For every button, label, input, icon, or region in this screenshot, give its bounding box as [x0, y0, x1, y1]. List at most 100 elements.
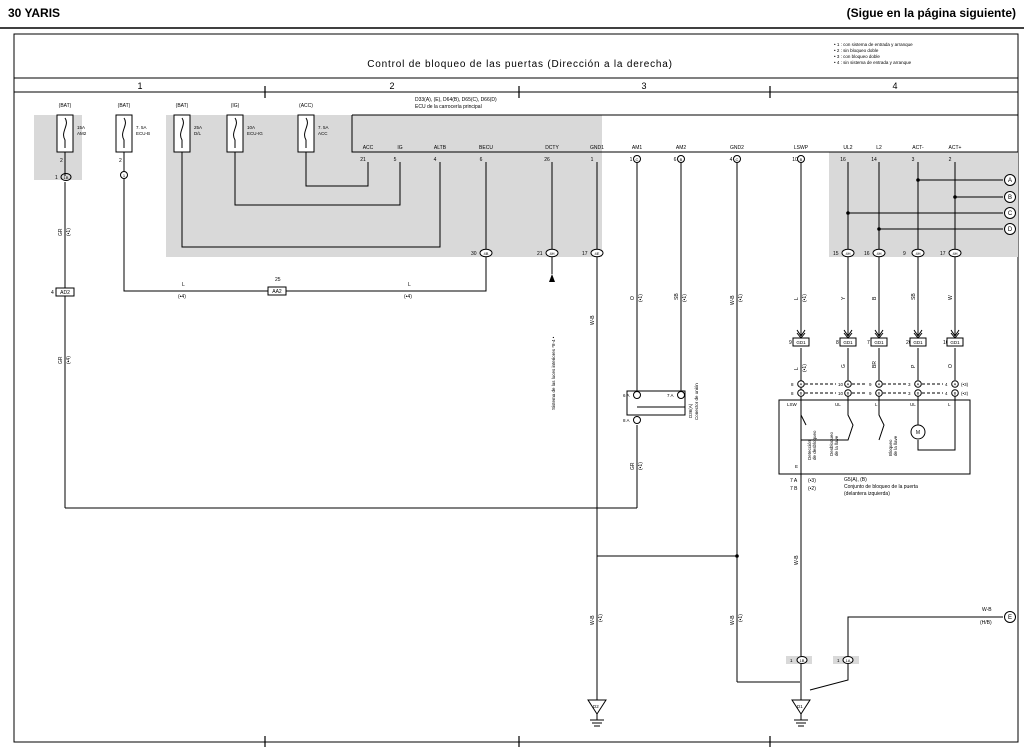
svg-text:GD1: GD1 — [950, 340, 960, 345]
wire-wb-4-note: (•1) — [738, 614, 744, 622]
wire-y: Y — [841, 296, 847, 300]
side-letter-circle — [1004, 207, 1016, 219]
ecu-pin-name: AM1 — [632, 145, 643, 151]
svg-text:20: 20 — [906, 340, 912, 346]
fuse-rating: ECU-B — [136, 131, 150, 136]
wire-l-4-note: (•1) — [802, 364, 808, 372]
wire-wb-4: W-B — [730, 615, 736, 625]
junction-pin-8: 8 A — [623, 418, 630, 423]
fuse-rating: 10A — [247, 125, 255, 130]
g5-pin-7b: 7 B — [790, 486, 798, 492]
svg-text:4H: 4H — [549, 251, 554, 256]
ground-2-num: 1 — [837, 658, 840, 663]
wire-wb-3-note: (•1) — [598, 614, 604, 622]
junction-pin-7: 7 A — [667, 393, 674, 398]
wire-o-2: O — [948, 364, 954, 368]
ground-d1: D1 — [797, 704, 803, 709]
wire-gr-1: GR — [58, 228, 64, 236]
note-2: • 2 : sin bloqueo doble — [834, 48, 879, 53]
wire-gr-2-note: (•4) — [66, 356, 72, 364]
g5-pin-letter: B — [954, 391, 957, 396]
svg-text:GD1: GD1 — [874, 340, 884, 345]
interior-lights-label: Sistema de las luces interiores *8-4 • — [551, 336, 556, 410]
ground-symbols — [587, 699, 811, 727]
g5-pin-num: 10 — [838, 391, 844, 396]
wire-l-2-note: (•4) — [404, 294, 412, 300]
svg-text:9: 9 — [789, 340, 792, 346]
ecu-pin-name: UL2 — [843, 145, 852, 151]
g5-pin-letter: B — [917, 391, 920, 396]
section-4: 4 — [892, 81, 897, 91]
g5-note-3: (•3) — [808, 478, 816, 484]
junction-connector: 6 A 7 A 8 A D36(A) Conector de unión — [623, 383, 699, 424]
g5-pin-num: 9 — [869, 382, 872, 387]
wire-o: O — [630, 296, 636, 300]
side-letter-circle — [1004, 223, 1016, 235]
ecu-pin-num: 26 — [544, 157, 550, 163]
g5-pin-letter: B — [878, 391, 881, 396]
side-letter: A — [1008, 178, 1012, 184]
g5-pin-letter: A — [954, 382, 957, 387]
ecu-pin-num: 14 — [871, 157, 877, 163]
note-3: • 3 : con bloqueo doble — [834, 54, 880, 59]
wire-p: P — [911, 364, 917, 368]
ecu-pin-name: DCTY — [545, 145, 559, 151]
svg-text:21: 21 — [537, 251, 543, 257]
det-label-2: de desbloqueo — [812, 430, 817, 460]
ecu-outline — [351, 114, 1018, 153]
g5-pin-letter: A — [847, 382, 850, 387]
section-2: 2 — [389, 81, 394, 91]
pin-1a-code: 1B — [64, 175, 69, 180]
ground-1-num: 1 — [790, 658, 793, 663]
g5-desc: Conjunto de bloqueo de la puerta — [844, 484, 918, 490]
desb-label-2: de la llave — [834, 435, 839, 456]
fuse-rating: ECU-IG — [247, 131, 263, 136]
pin-1a: 1 — [55, 175, 58, 181]
wire-gr-1-note: (•1) — [66, 228, 72, 236]
g5-pin-note: (•3) — [961, 382, 969, 387]
g5-lsw: LSW — [787, 402, 798, 407]
g5-desc-2: (delantera izquierda) — [844, 491, 890, 497]
wire-l-3: L — [794, 297, 800, 300]
junction-code: D36(A) — [688, 403, 693, 418]
ecu-pin-num: 4 — [730, 157, 733, 163]
ad2-pin: 4 — [51, 290, 54, 296]
wire-lines — [64, 152, 1003, 700]
wire-g: G — [841, 364, 847, 368]
ecu-pin-name: ALTB — [434, 145, 447, 151]
g5-pin-num: 3 — [908, 382, 911, 387]
fuse-rating: AM2 — [77, 131, 87, 136]
ecu-pin-name: GND2 — [730, 145, 744, 151]
bloq-label-2: de la llave — [893, 435, 898, 456]
fuse-source: (BAT) — [118, 103, 131, 109]
det-label: Detección — [807, 439, 812, 460]
fuse-source: (BAT) — [59, 103, 72, 109]
g5-pin-num: 4 — [945, 391, 948, 396]
fuse-source: (IG) — [231, 103, 240, 109]
wire-l-1-note: (•4) — [178, 294, 186, 300]
diagram-frame — [13, 33, 1019, 743]
wire-sb-2: SB — [911, 293, 917, 300]
wire-color-labels: GR (•1) GR (•4) L (•4) L (•4) W-B O (•1)… — [58, 228, 992, 626]
wire-wb-6: W-B — [982, 607, 992, 613]
wire-sb-note: (•1) — [682, 294, 688, 302]
section-ticks — [264, 86, 771, 747]
g5-pin-num: 8 — [791, 391, 794, 396]
ecu-name: D33(A), (E), D64(B), D65(C), D66(D) — [415, 97, 497, 103]
svg-text:4H: 4H — [915, 251, 920, 256]
g5-pin-num: 9 — [869, 391, 872, 396]
fuse-source: (BAT) — [176, 103, 189, 109]
section-numbers: 1 2 3 4 — [137, 81, 897, 91]
ecu-pin-name: AM2 — [676, 145, 687, 151]
ad2-label: AD2 — [60, 290, 70, 296]
